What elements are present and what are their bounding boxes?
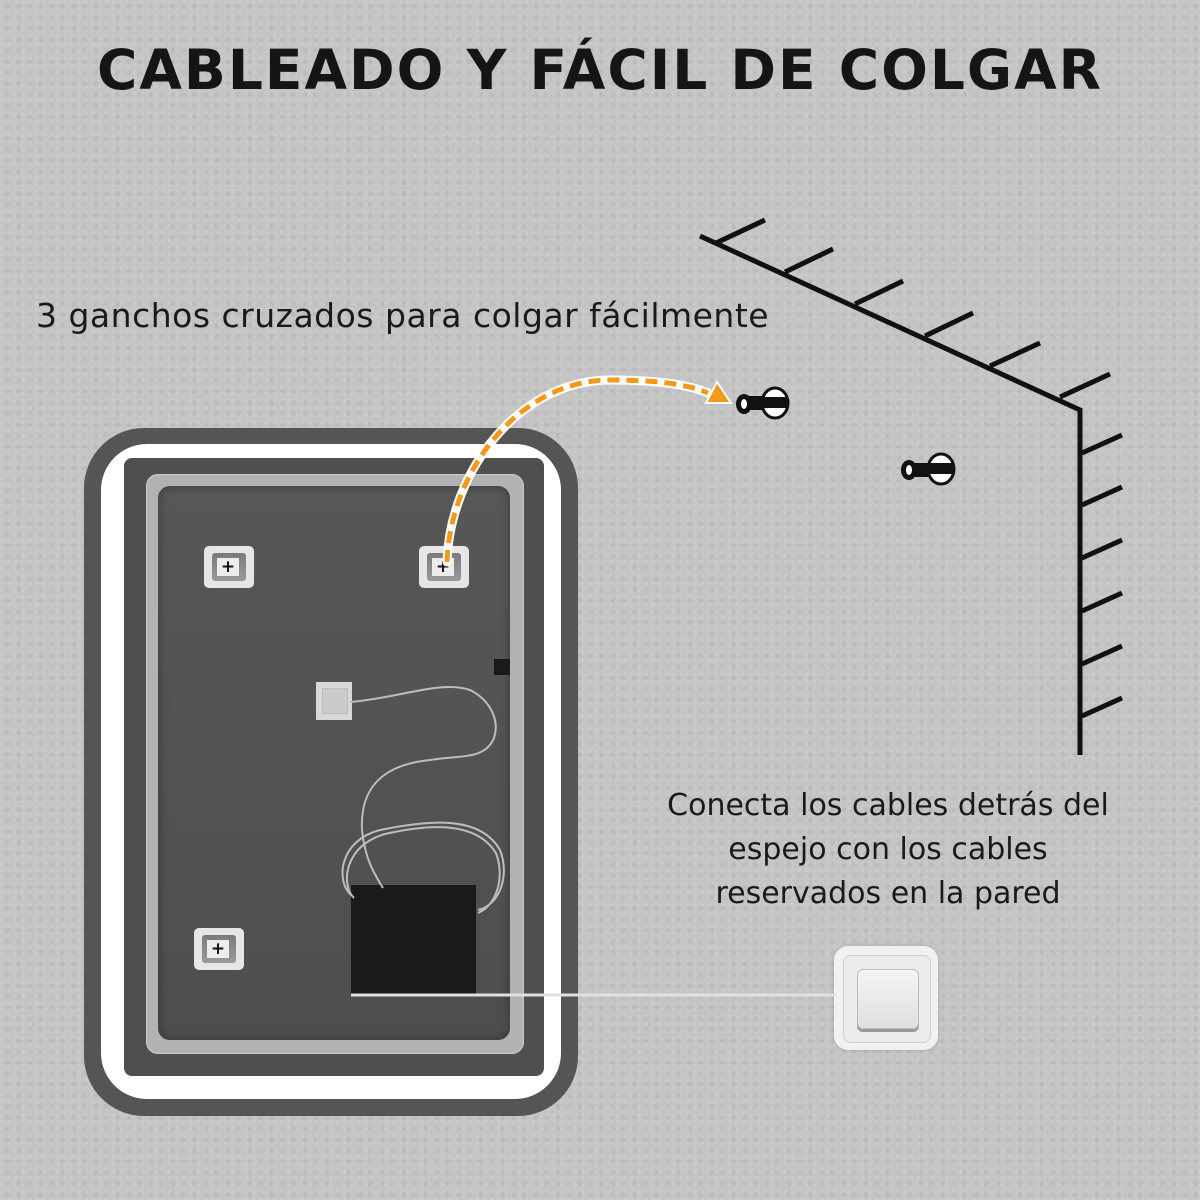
hook-mount-top-right: + — [419, 546, 469, 588]
screw-icon — [901, 452, 956, 486]
cables-caption-line-2: espejo con los cables — [728, 832, 1048, 867]
hook-mount-bottom-left: + — [194, 928, 244, 970]
dashed-arrow-path — [444, 377, 710, 563]
arrow-triangle-icon — [704, 380, 733, 404]
led-driver-box — [351, 885, 476, 995]
plus-icon: + — [207, 940, 229, 958]
hooks-caption: 3 ganchos cruzados para colgar fácilment… — [36, 296, 770, 335]
page-title: CABLEADO Y FÁCIL DE COLGAR — [96, 38, 1103, 102]
mirror-touch-sensor — [316, 682, 352, 720]
screw-icon — [736, 386, 790, 420]
cables — [341, 686, 505, 914]
wall-switch-icon — [834, 946, 938, 1050]
cables-caption: Conecta los cables detrás del espejo con… — [628, 784, 1148, 916]
cables-caption-line-1: Conecta los cables detrás del — [667, 788, 1109, 823]
cables-caption-line-3: reservados en la pared — [715, 876, 1061, 911]
arrow-outline — [442, 375, 713, 567]
plus-icon: + — [217, 558, 239, 576]
wall-corner-hatch — [698, 217, 1124, 755]
cable-clip — [494, 659, 510, 675]
hook-mount-top-left: + — [204, 546, 254, 588]
